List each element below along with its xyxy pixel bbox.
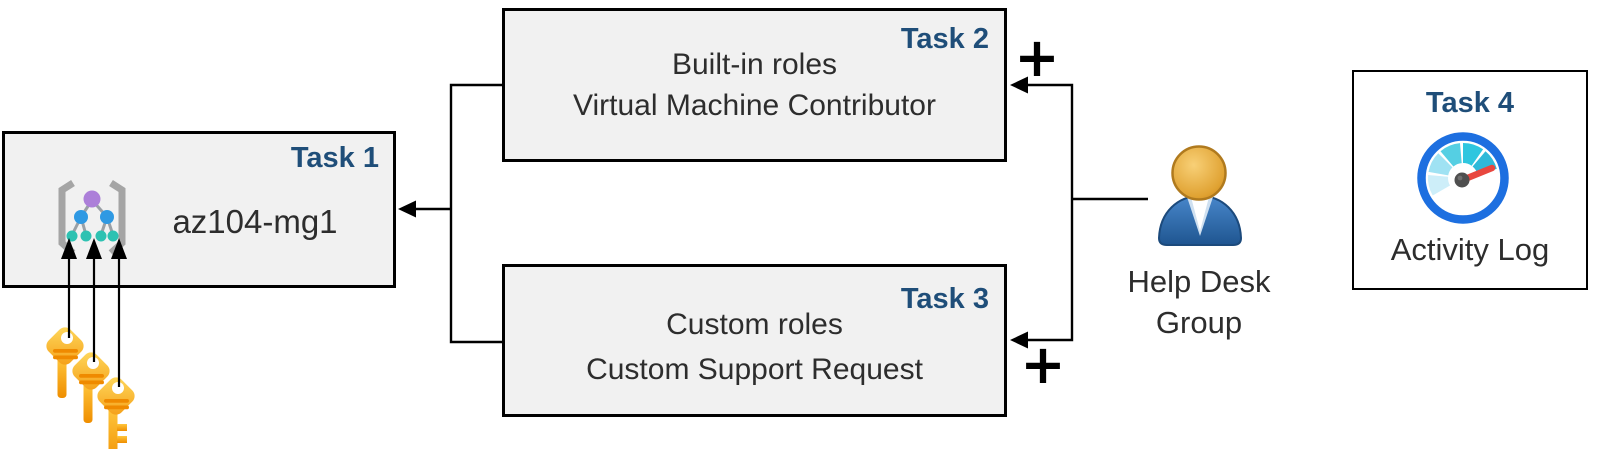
mid-node <box>74 210 88 224</box>
management-group-icon <box>58 180 126 255</box>
task2-badge: Task 2 <box>900 23 989 55</box>
person-lapel <box>1187 197 1213 236</box>
task2-line2: Virtual Machine Contributor <box>573 89 936 122</box>
plus-task3: + <box>1020 333 1066 396</box>
root-node <box>83 190 101 208</box>
task1-box: Task 1 az104-mg1 <box>2 131 396 288</box>
key-3 <box>97 377 135 449</box>
group-connector <box>1027 83 1074 342</box>
leaf-node <box>66 230 78 242</box>
leaf-node <box>80 230 92 242</box>
keys-icon <box>46 327 135 449</box>
task4-badge: Task 4 <box>1425 87 1515 119</box>
mid-node <box>100 210 114 224</box>
task4-caption: Activity Log <box>1390 232 1550 267</box>
key-1 <box>46 327 84 398</box>
activity-log-gauge-icon <box>1417 132 1509 224</box>
actor-label-line1: Help Desk <box>1127 264 1271 299</box>
gauge-hub <box>1454 172 1470 188</box>
gauge-hub-highlight <box>1457 175 1463 181</box>
person-collar <box>1191 197 1209 231</box>
person-body <box>1157 194 1243 246</box>
task1-badge: Task 1 <box>290 142 379 174</box>
task1-title: az104-mg1 <box>172 203 338 240</box>
actor-label-line2: Group <box>1155 305 1243 340</box>
actor-label: Help Desk Group <box>1104 261 1294 343</box>
person-head <box>1171 145 1227 201</box>
leaf-node <box>95 230 107 242</box>
task2-box: Task 2 Built-in roles Virtual Machine Co… <box>502 8 1007 162</box>
key-2 <box>72 352 110 423</box>
task3-badge: Task 3 <box>900 283 989 315</box>
plus-task2: + <box>1014 26 1060 89</box>
task4-box: Task 4 Activity Log <box>1352 70 1588 290</box>
leaf-node <box>107 230 119 242</box>
bracket-connector <box>449 83 502 344</box>
task3-line1: Custom roles <box>666 308 843 341</box>
user-icon <box>1157 145 1243 246</box>
task3-line2: Custom Support Request <box>586 353 923 386</box>
task2-line1: Built-in roles <box>671 48 838 81</box>
task3-box: Task 3 Custom roles Custom Support Reque… <box>502 264 1007 417</box>
left-bracket-shape <box>58 180 76 255</box>
arrowhead-task1 <box>398 200 416 218</box>
